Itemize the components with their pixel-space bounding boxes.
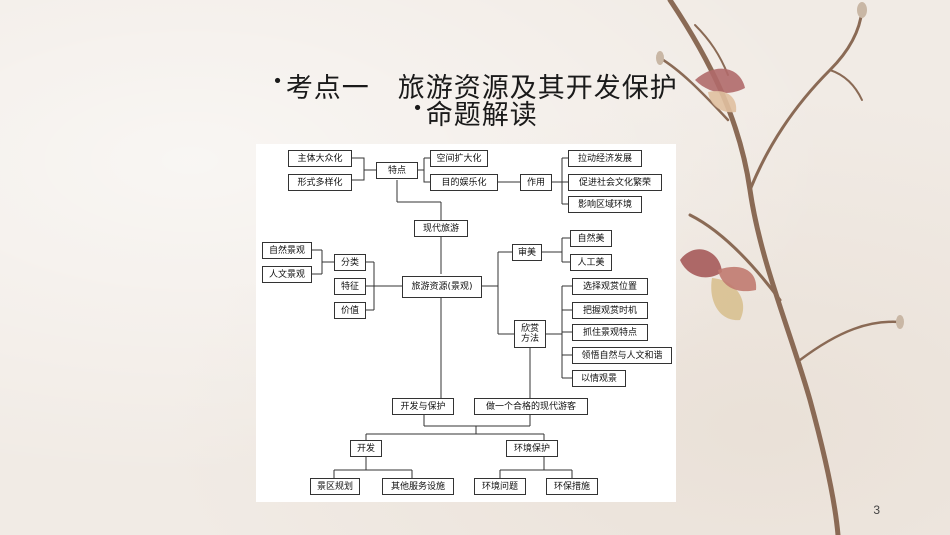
node-develop: 开发 bbox=[350, 440, 382, 457]
node-environment-impact: 影响区域环境 bbox=[568, 196, 642, 213]
node-natural-landscape: 自然景观 bbox=[262, 242, 312, 259]
node-aesthetic: 审美 bbox=[512, 244, 542, 261]
bullet-icon: • bbox=[412, 98, 424, 119]
node-space: 空间扩大化 bbox=[430, 150, 488, 167]
node-classify: 分类 bbox=[334, 254, 366, 271]
node-env-measures: 环保措施 bbox=[546, 478, 598, 495]
branch-decoration bbox=[656, 0, 904, 535]
node-role: 作用 bbox=[520, 174, 552, 191]
node-natural-beauty: 自然美 bbox=[570, 230, 612, 247]
node-method-position: 选择观赏位置 bbox=[572, 278, 648, 295]
node-planning: 景区规划 bbox=[310, 478, 360, 495]
butterfly-icon bbox=[680, 249, 757, 321]
node-artificial-beauty: 人工美 bbox=[570, 254, 612, 271]
node-facilities: 其他服务设施 bbox=[382, 478, 454, 495]
node-mass: 主体大众化 bbox=[288, 150, 352, 167]
butterfly-icon bbox=[695, 68, 745, 113]
node-method-timing: 把握观赏时机 bbox=[572, 302, 648, 319]
subtitle-text: 命题解读 bbox=[425, 100, 538, 131]
title-text: 考点一 旅游资源及其开发保护 bbox=[285, 73, 678, 104]
node-good-tourist: 做一个合格的现代游客 bbox=[474, 398, 588, 415]
connector-lines bbox=[312, 157, 573, 478]
node-characteristic: 特征 bbox=[334, 278, 366, 295]
slide-title: •考点一 旅游资源及其开发保护 bbox=[0, 66, 950, 105]
concept-map: 主体大众化 形式多样化 特点 空间扩大化 目的娱乐化 作用 拉动经济发展 促进社… bbox=[256, 144, 676, 502]
node-culture: 促进社会文化繁荣 bbox=[568, 174, 662, 191]
page-number: 3 bbox=[873, 503, 880, 517]
node-method-harmony: 领悟自然与人文和谐 bbox=[572, 347, 672, 364]
node-method-features: 抓住景观特点 bbox=[572, 324, 648, 341]
node-human-landscape: 人文景观 bbox=[262, 266, 312, 283]
node-value: 价值 bbox=[334, 302, 366, 319]
slide-subtitle: •命题解读 bbox=[0, 93, 950, 132]
node-method-emotion: 以情观景 bbox=[572, 370, 626, 387]
node-env-issues: 环境问题 bbox=[474, 478, 526, 495]
node-purpose: 目的娱乐化 bbox=[430, 174, 498, 191]
node-resources: 旅游资源(景观) bbox=[402, 276, 482, 298]
node-diverse: 形式多样化 bbox=[288, 174, 352, 191]
node-economy: 拉动经济发展 bbox=[568, 150, 642, 167]
node-appreciate: 欣赏 方法 bbox=[514, 320, 546, 348]
node-dev-protect: 开发与保护 bbox=[392, 398, 454, 415]
node-env-protect: 环境保护 bbox=[506, 440, 558, 457]
node-modern-tourism: 现代旅游 bbox=[414, 220, 468, 237]
node-features-top: 特点 bbox=[376, 162, 418, 179]
bullet-icon: • bbox=[272, 71, 284, 92]
